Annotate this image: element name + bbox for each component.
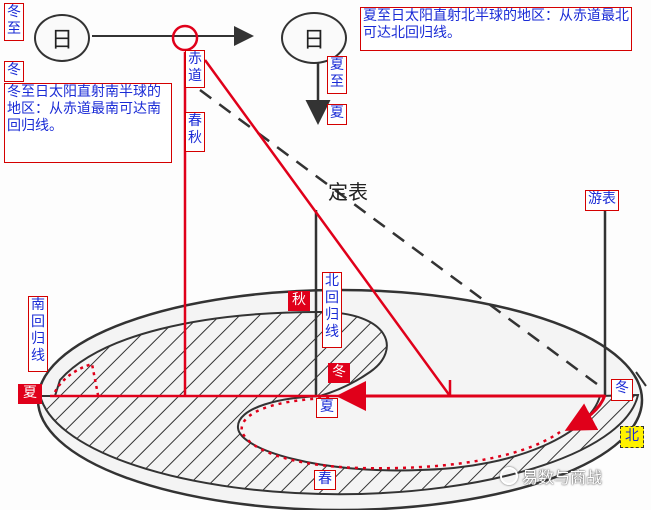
red-curve-arrow (564, 394, 607, 431)
summer-mid-label: 夏 (316, 398, 338, 418)
autumn-tag: 秋 (288, 291, 310, 311)
tropic-capricorn-label: 南回归线 (28, 296, 48, 372)
watermark: 易数与商战 (500, 464, 602, 488)
fixed-pole-text: 定表 (328, 180, 368, 204)
red-dotted-path (240, 396, 561, 470)
winter-label: 冬 (4, 61, 24, 82)
right-end-tick (635, 371, 647, 387)
summer-sun: 日 (281, 12, 347, 64)
summer-solstice-label: 夏至 (327, 56, 347, 94)
north-tag: 北 (620, 426, 644, 448)
summer-solstice-caption: 夏至日太阳直射北半球的地区：从赤道最北可达北回归线。 (360, 7, 632, 51)
summer-sun-char: 日 (302, 28, 325, 53)
tropic-cancer-label: 北回归线 (322, 272, 342, 348)
watermark-text: 易数与商战 (522, 468, 603, 487)
summer-left-tag: 夏 (18, 384, 42, 404)
winter-solstice-label: 冬至 (4, 3, 24, 41)
spring-bottom-label: 春 (314, 470, 336, 490)
moving-pole-label: 游表 (585, 190, 619, 211)
red-sun-ray (203, 59, 452, 397)
equator-marker-circle (171, 24, 199, 52)
equator-label: 赤道 (185, 50, 205, 88)
dashed-sun-ray (199, 88, 606, 392)
spring-autumn-label: 春秋 (185, 112, 205, 152)
wechat-icon (500, 467, 518, 485)
winter-right-label: 冬 (611, 379, 633, 401)
winter-solstice-caption: 冬至日太阳直射南半球的地区：从赤道最南可达南回归线。 (4, 83, 172, 163)
summer-label: 夏 (327, 104, 347, 125)
winter-tag-mid: 冬 (328, 363, 350, 383)
winter-sun-char: 日 (50, 28, 73, 53)
winter-sun: 日 (34, 14, 90, 62)
